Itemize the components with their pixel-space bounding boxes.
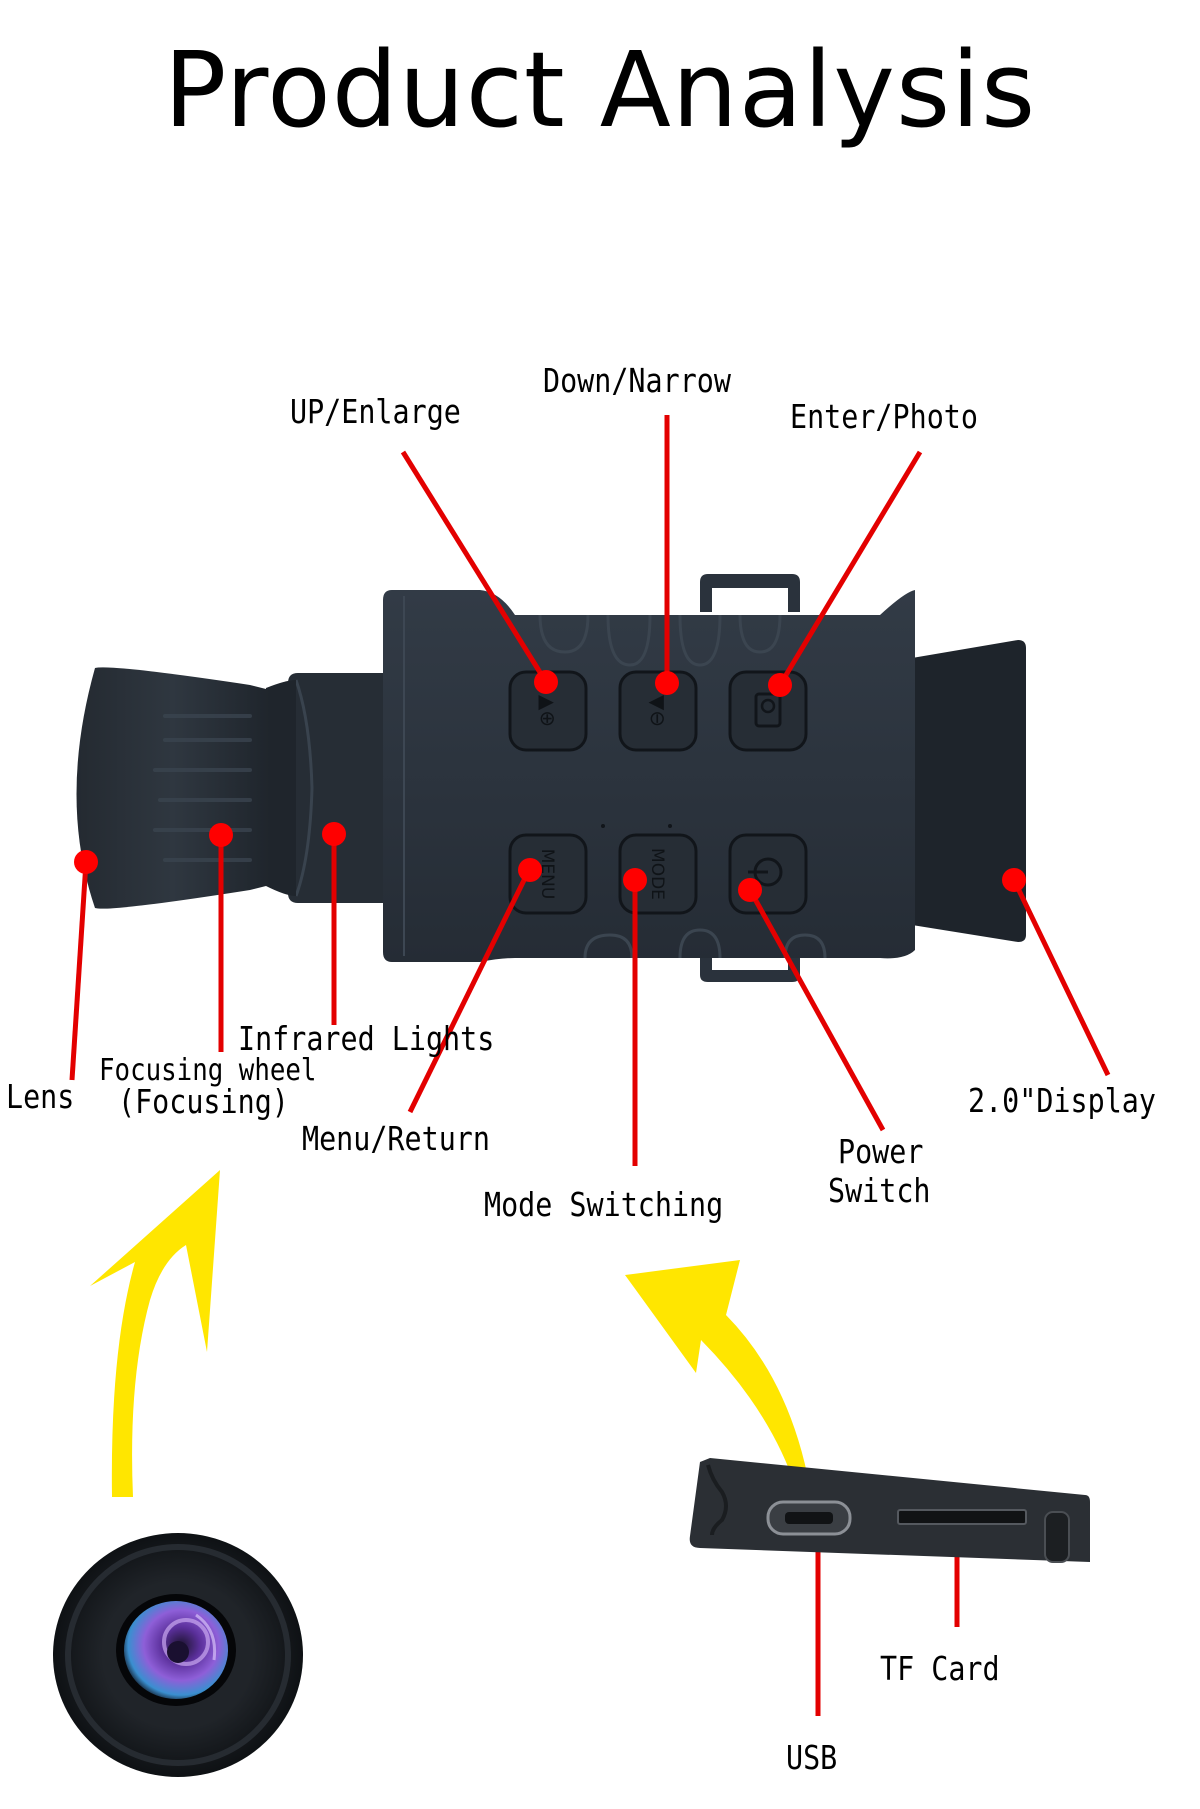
- usb-port[interactable]: [766, 1500, 852, 1536]
- label-enter-photo: Enter/Photo: [790, 397, 978, 436]
- label-menu-return: Menu/Return: [302, 1119, 490, 1158]
- callout-line-up-enlarge: [400, 450, 549, 684]
- label-usb: USB: [786, 1738, 838, 1777]
- lens-barrel: [76, 667, 270, 909]
- button-down-narrow[interactable]: ▼⊖: [618, 670, 698, 752]
- focus-ring: [266, 680, 296, 896]
- label-infrared-lights: Infrared Lights: [238, 1019, 495, 1058]
- label-down-narrow: Down/Narrow: [543, 361, 731, 400]
- button-mode[interactable]: MODE: [618, 833, 698, 915]
- yellow-arrow-right: [625, 1260, 810, 1488]
- label-power: Power: [838, 1132, 924, 1171]
- svg-text:▲⊕: ▲⊕: [536, 695, 560, 727]
- svg-text:MENU: MENU: [537, 849, 557, 900]
- svg-text:MODE: MODE: [647, 848, 667, 900]
- lens-closeup: [53, 1533, 303, 1777]
- page-title: Product Analysis: [163, 29, 1037, 151]
- label-tf-card: TF Card: [880, 1649, 1000, 1688]
- label-focusing-wheel: Focusing wheel: [99, 1053, 317, 1088]
- callout-line-lens: [69, 861, 89, 1081]
- label-switch: Switch: [828, 1171, 931, 1210]
- label-lens: Lens: [6, 1077, 75, 1116]
- label-focusing-paren: (Focusing): [118, 1082, 289, 1121]
- callout-line-menu-return: [407, 866, 533, 1114]
- label-display: 2.0"Display: [968, 1081, 1156, 1120]
- callout-line-enter-photo: [777, 450, 923, 687]
- port-panel: [689, 1458, 1090, 1563]
- button-power[interactable]: [728, 833, 808, 915]
- callout-line-display: [1011, 878, 1111, 1077]
- callout-line-power-switch: [747, 888, 886, 1132]
- display-hood: [912, 640, 1026, 942]
- infrared-housing: [288, 673, 383, 903]
- svg-text:▼⊖: ▼⊖: [646, 695, 670, 727]
- label-up-enlarge: UP/Enlarge: [290, 392, 461, 431]
- label-mode-switching: Mode Switching: [484, 1185, 724, 1224]
- yellow-arrow-left: [90, 1170, 220, 1497]
- button-menu-return[interactable]: MENU: [508, 833, 588, 915]
- button-enter-photo[interactable]: [728, 670, 808, 752]
- tf-card-slot[interactable]: [897, 1509, 1027, 1525]
